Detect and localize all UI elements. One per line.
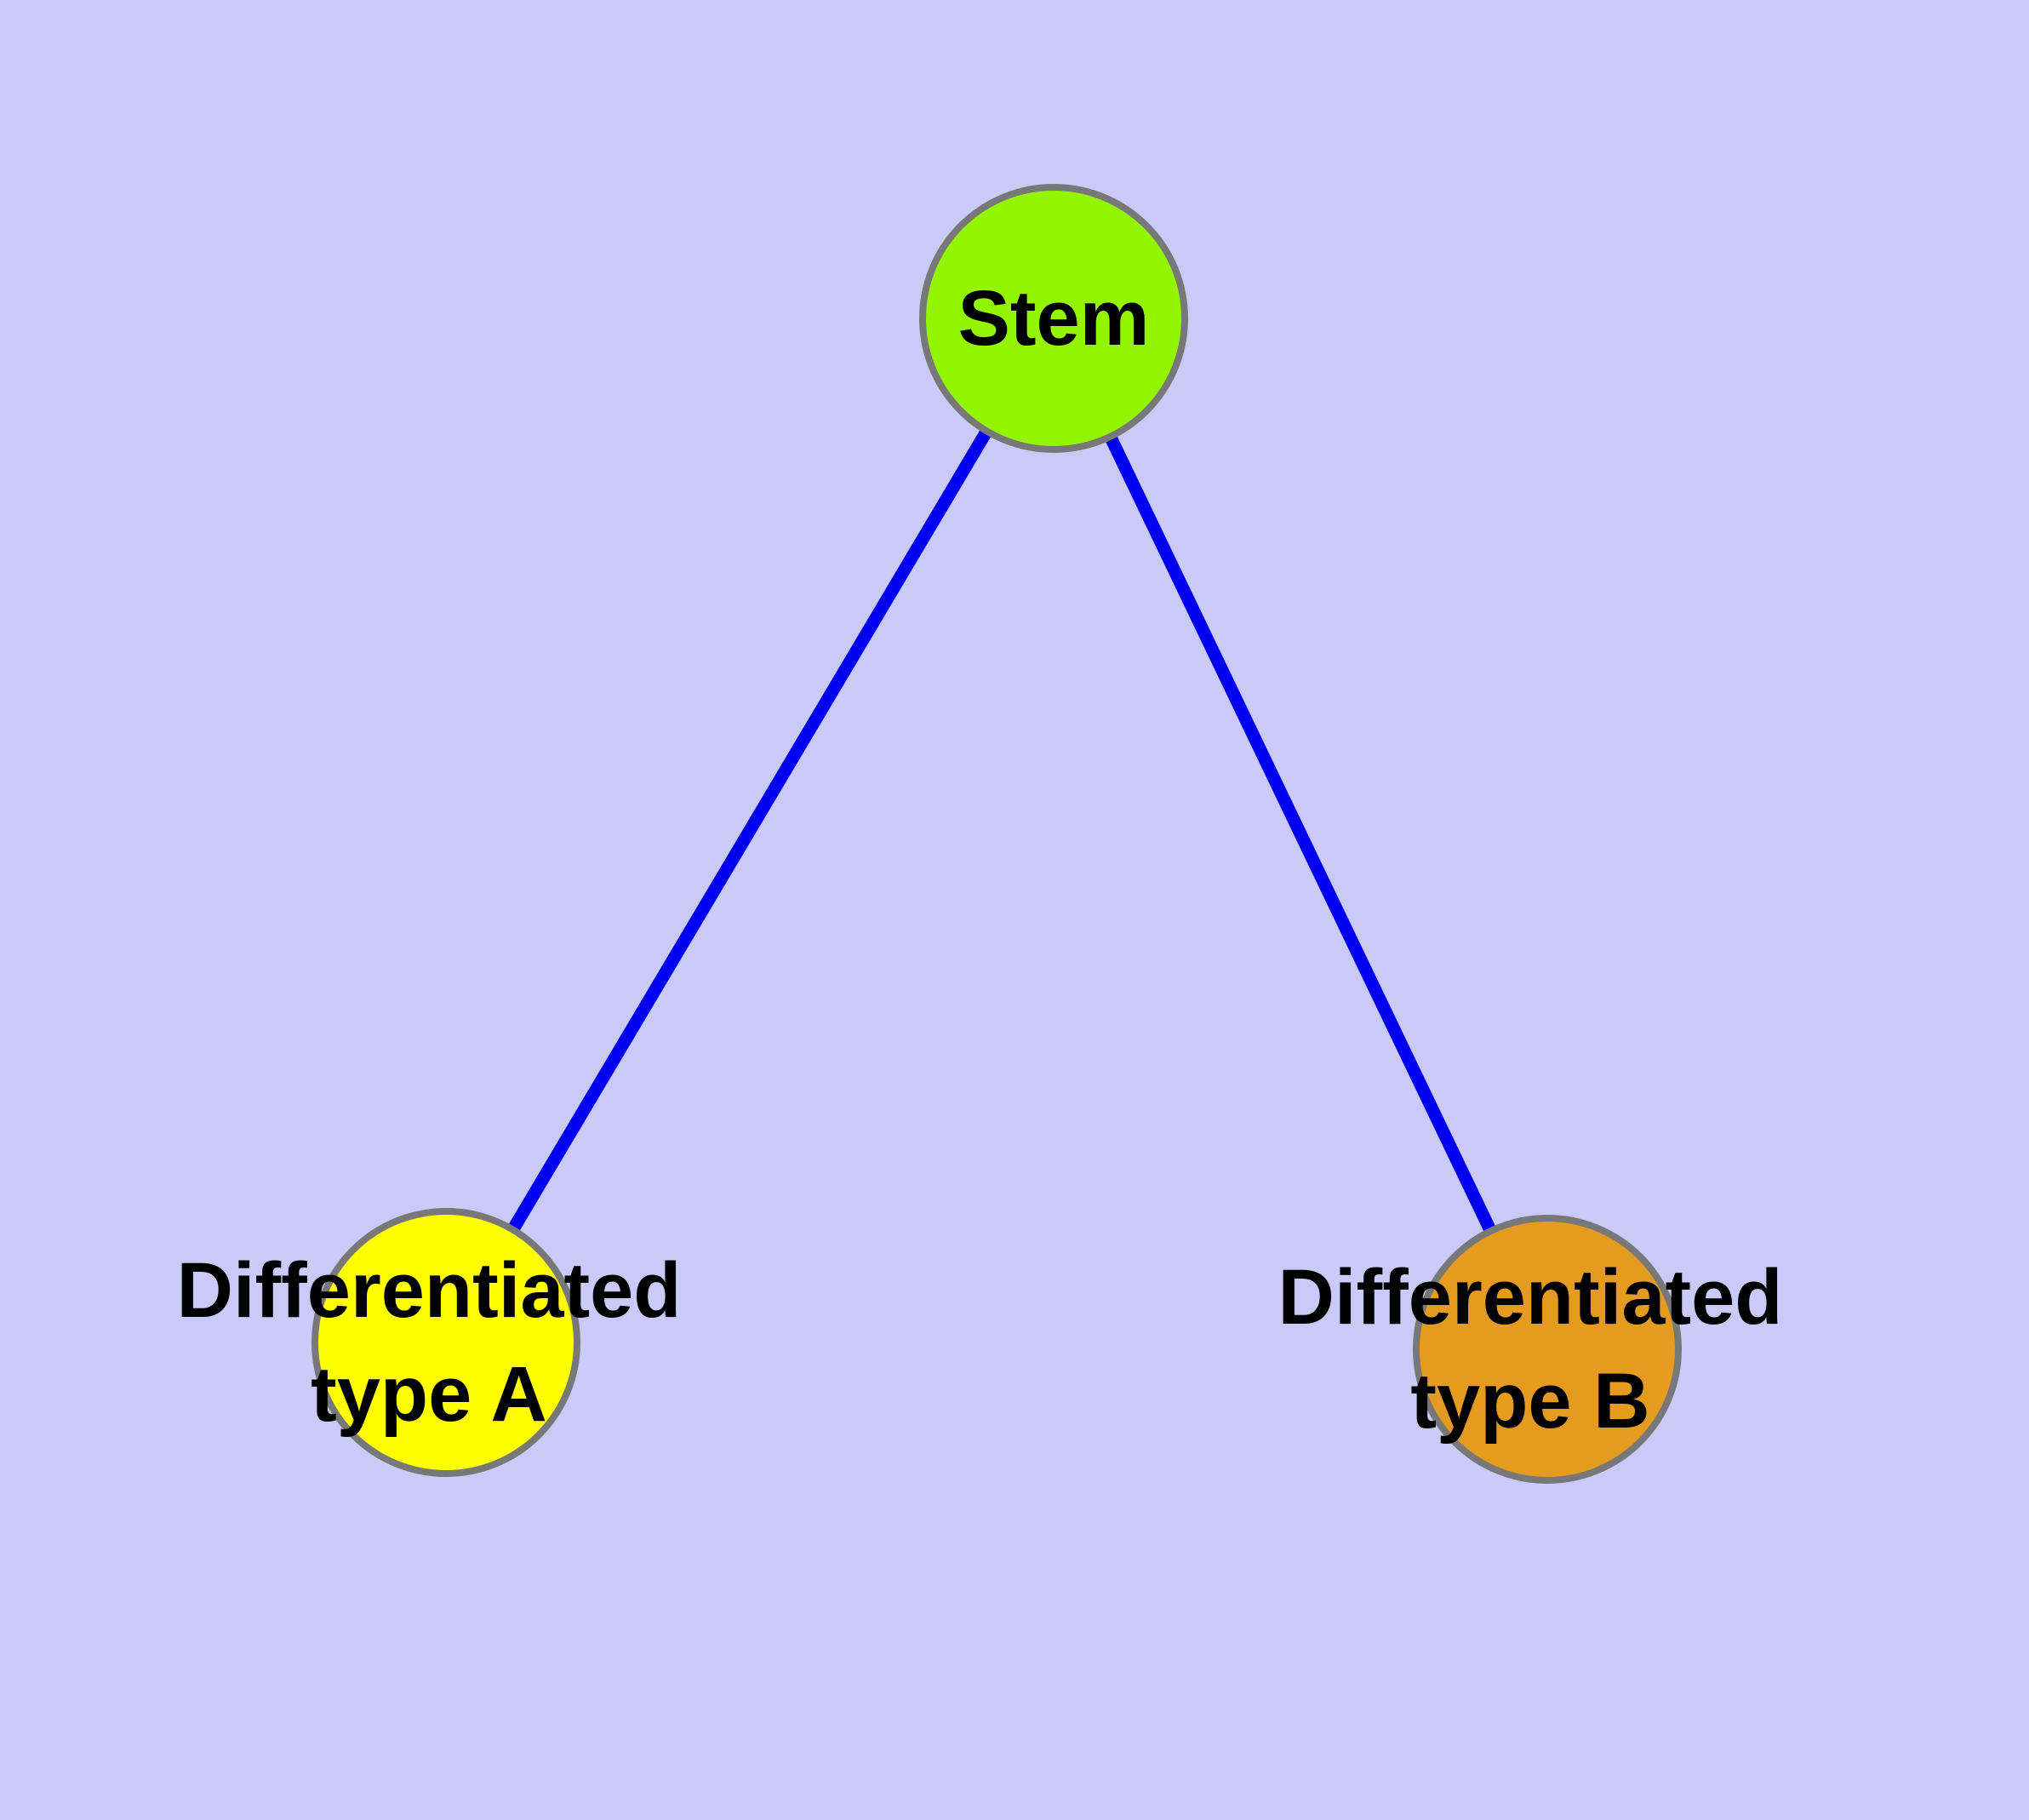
node-a-label-line2: type A bbox=[311, 1351, 547, 1438]
node-stem-label: Stem bbox=[957, 275, 1150, 362]
node-differentiated-type-b[interactable] bbox=[1413, 1215, 1682, 1484]
node-b-label-line2: type B bbox=[1410, 1358, 1650, 1445]
node-stem[interactable] bbox=[919, 184, 1188, 453]
edge-stem-to-type-a bbox=[440, 315, 1060, 1346]
node-differentiated-type-a-label: Differentiated type A bbox=[177, 1239, 682, 1446]
node-differentiated-type-a[interactable] bbox=[311, 1208, 580, 1477]
node-a-label-line1: Differentiated bbox=[176, 1247, 682, 1334]
edge-stem-to-type-b bbox=[1048, 315, 1553, 1353]
node-b-label-line1: Differentiated bbox=[1277, 1254, 1783, 1341]
node-differentiated-type-b-label: Differentiated type B bbox=[1278, 1245, 1783, 1453]
